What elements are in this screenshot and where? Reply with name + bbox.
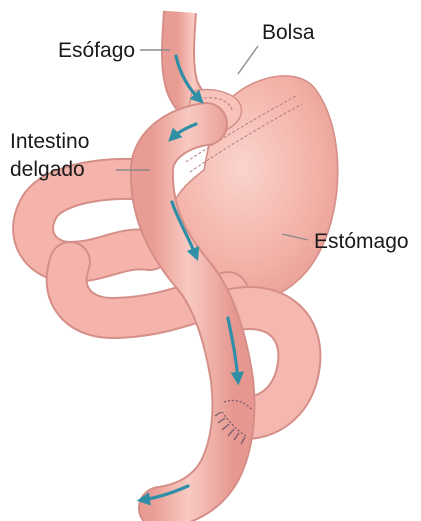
pouch-leader-line xyxy=(238,46,258,74)
small-intestine-label-line1: Intestino xyxy=(10,130,89,153)
pouch-label: Bolsa xyxy=(262,21,315,44)
esophagus-label: Esófago xyxy=(58,39,135,62)
stomach-label: Estómago xyxy=(314,230,409,253)
small-intestine-label-line2: delgado xyxy=(10,158,85,181)
